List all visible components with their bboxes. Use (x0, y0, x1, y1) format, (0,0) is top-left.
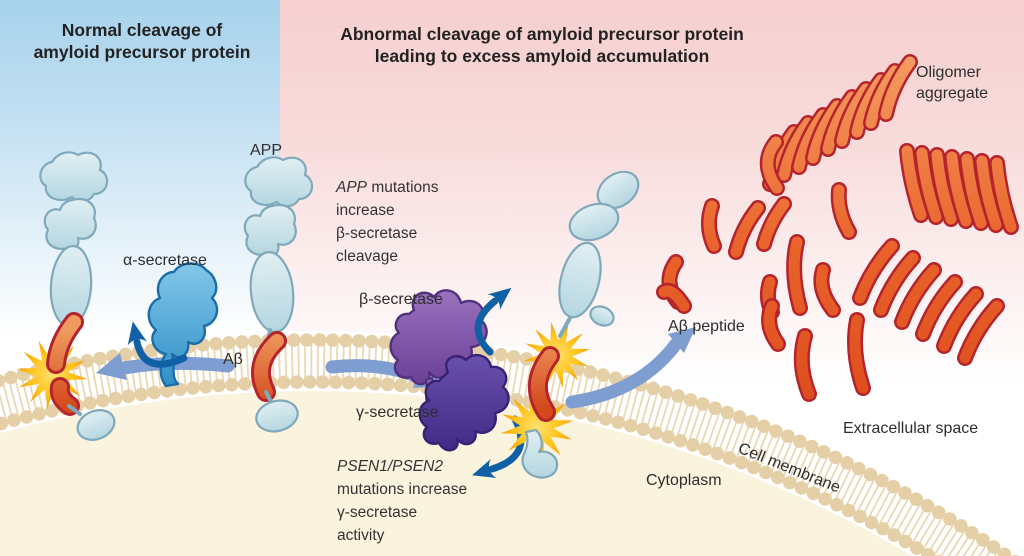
amyloid-rod (916, 147, 942, 223)
amyloid-rod (815, 264, 839, 316)
label-cytoplasm: Cytoplasm (646, 472, 722, 489)
amyloid-peptide-field (656, 54, 1019, 402)
app-cytoplasmic-fragment (521, 428, 559, 479)
app-protein-right (494, 170, 640, 479)
annotation-app-mutations: APP mutations increase β-secretase cleav… (336, 179, 439, 265)
amyloid-rod (658, 285, 690, 312)
label-beta-secretase: β-secretase (359, 291, 443, 308)
title-normal-cleavage: Normal cleavage of amyloid precursor pro… (33, 20, 251, 62)
amyloid-rod (833, 184, 855, 238)
label-extracellular-space: Extracellular space (843, 420, 979, 437)
amyloid-rod (961, 153, 987, 229)
inner-lipid-heads (0, 375, 943, 556)
amyloid-rod (946, 151, 972, 227)
amyloid-rod (703, 200, 720, 252)
label-abeta: Aβ (223, 351, 243, 368)
alpha-secretase-enzyme (127, 262, 219, 388)
amyloid-rod (849, 314, 869, 394)
label-oligomer-aggregate: Oligomer aggregate (916, 64, 989, 102)
amyloid-rod (917, 276, 961, 340)
amyloid-rod (976, 155, 1002, 231)
annotation-psen-mutations: PSEN1/PSEN2 mutations increase γ-secreta… (337, 458, 468, 544)
amyloid-rod (931, 149, 957, 225)
amyloid-rod (730, 202, 764, 258)
amyloid-rod (788, 236, 806, 314)
amyloid-rod (896, 264, 940, 328)
amyloid-rod (959, 300, 1003, 364)
gamma-secretase-enzyme (418, 353, 525, 478)
alpha-cleavage-arrow (127, 321, 188, 368)
abeta-release-arrow (565, 327, 696, 409)
amyloid-rod (762, 136, 783, 194)
cell-membrane-band (0, 331, 1023, 556)
beta-cleavage-arrow (474, 287, 512, 356)
app-protein-center (243, 156, 314, 433)
amyloid-rod (763, 300, 784, 350)
label-gamma-secretase: γ-secretase (356, 404, 439, 421)
amyloid-rod (901, 145, 927, 221)
app-protein-left (11, 151, 116, 441)
gamma-cleavage-arrow (471, 415, 525, 478)
outer-lipid-heads (0, 333, 1019, 556)
amyloid-rod (991, 157, 1017, 233)
label-abeta-peptide: Aβ peptide (668, 318, 745, 335)
cytoplasm-region (0, 386, 922, 556)
label-alpha-secretase: α-secretase (123, 252, 207, 269)
title-abnormal-cleavage: Abnormal cleavage of amyloid precursor p… (340, 24, 744, 66)
lipid-tails (0, 341, 1005, 556)
amyloid-rod (758, 198, 790, 250)
amyloid-rod (778, 117, 814, 181)
amyloid-rod (796, 330, 815, 400)
amyloid-rod (854, 240, 898, 304)
amyloid-rod (938, 288, 982, 352)
amyloid-rod (880, 56, 916, 120)
amyloid-rod (875, 252, 919, 316)
label-app: APP (250, 142, 283, 159)
